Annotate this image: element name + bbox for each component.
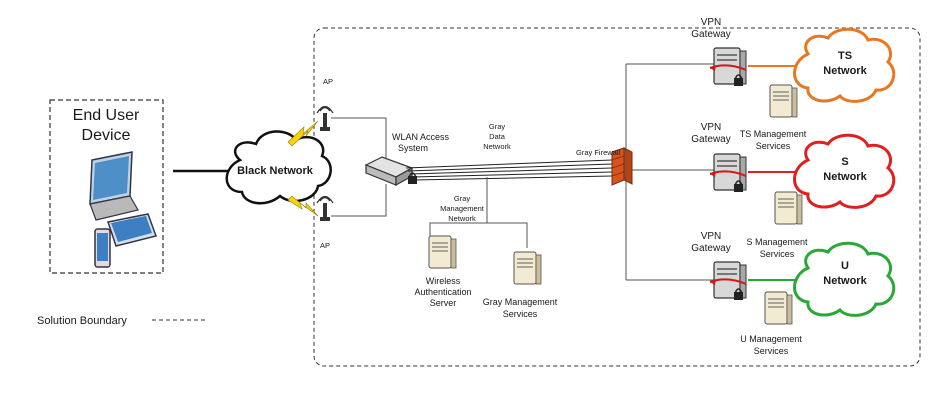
ap-top-link <box>331 117 387 158</box>
gray-mgmt-services-line1: Gray Management <box>483 297 558 307</box>
gray-mgmt-link-auth <box>429 177 488 240</box>
ap-bottom-link <box>331 184 387 217</box>
s-mgmt-server-icon <box>774 191 803 225</box>
u-network-line2: Network <box>823 275 867 287</box>
ts-network-cloud <box>793 27 896 103</box>
vpn-ts-label-line1: VPN <box>701 17 722 28</box>
vpn-u-label-line1: VPN <box>701 231 722 242</box>
s-mgmt-line1: S Management <box>746 237 808 247</box>
u-mgmt-line1: U Management <box>740 334 802 344</box>
black-network-cloud <box>225 130 332 205</box>
vpn-u-label-line2: Gateway <box>691 243 730 254</box>
gray-data-network-line2: Data <box>489 132 506 141</box>
end-user-device-box <box>49 99 164 274</box>
s-network-line2: Network <box>823 171 867 183</box>
gray-mgmt-network-line3: Network <box>448 214 476 223</box>
gray-mgmt-network-line2: Management <box>440 204 485 213</box>
laptop-icon <box>89 151 139 221</box>
legend-solution-boundary-label: Solution Boundary <box>37 315 127 327</box>
ap-bottom-label: AP <box>320 241 330 250</box>
wireless-auth-line3: Server <box>430 298 457 308</box>
vpn-ts-label-line2: Gateway <box>691 29 730 40</box>
vpn-gateway-s-icon <box>709 153 747 193</box>
vpn-s-label-line1: VPN <box>701 122 722 133</box>
phone-icon <box>94 228 111 268</box>
ts-mgmt-line1: TS Management <box>740 129 807 139</box>
black-network-label: Black Network <box>237 165 314 177</box>
u-mgmt-server-icon <box>764 291 793 325</box>
wireless-auth-line2: Authentication <box>414 287 471 297</box>
u-mgmt-line2: Services <box>754 346 789 356</box>
ap-top-label: AP <box>323 77 333 86</box>
s-network-line1: S <box>841 156 848 168</box>
wireless-auth-server-icon <box>428 235 457 269</box>
u-network-line1: U <box>841 260 849 272</box>
gray-mgmt-services-line2: Services <box>503 309 538 319</box>
end-user-label-line2: Device <box>82 127 131 144</box>
ts-mgmt-line2: Services <box>756 141 791 151</box>
u-network-cloud <box>793 241 896 317</box>
ts-mgmt-server-icon <box>769 84 798 118</box>
solution-boundary <box>313 27 921 367</box>
wlan-label-line1: WLAN Access <box>392 132 450 142</box>
gray-mgmt-network-line1: Gray <box>454 194 471 203</box>
ts-network-line2: Network <box>823 65 867 77</box>
wireless-link-bottom <box>287 195 319 217</box>
access-point-top-icon <box>316 105 334 132</box>
access-point-bottom-icon <box>316 195 334 222</box>
s-mgmt-line2: Services <box>760 249 795 259</box>
vpn-gateway-ts-icon <box>709 47 747 87</box>
s-network-cloud <box>793 133 896 209</box>
wireless-link-top <box>287 120 319 147</box>
gray-data-network-line1: Gray <box>489 122 506 131</box>
gray-data-network-link <box>405 159 613 181</box>
end-user-label-line1: End User <box>73 107 140 124</box>
gray-firewall-label: Gray Firewall <box>576 148 621 157</box>
gray-mgmt-services-server-icon <box>513 251 542 285</box>
wlan-label-line2: System <box>398 143 428 153</box>
wireless-auth-line1: Wireless <box>426 276 461 286</box>
vpn-gateway-u-icon <box>709 261 747 301</box>
gray-mgmt-link-services <box>487 222 528 248</box>
ts-network-line1: TS <box>838 50 852 62</box>
vpn-s-label-line2: Gateway <box>691 134 730 145</box>
tablet-icon <box>107 213 157 247</box>
gray-data-network-line3: Network <box>483 142 511 151</box>
